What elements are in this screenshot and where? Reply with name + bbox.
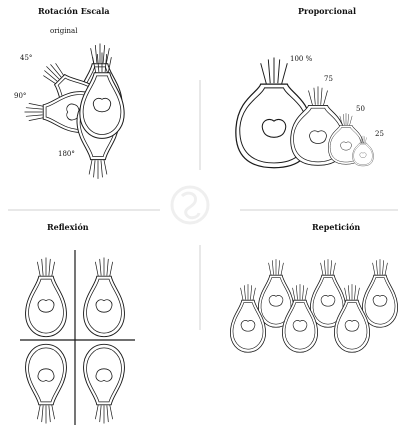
pear-repeat-icon: [230, 284, 265, 352]
rotation-title: Rotación Escala: [38, 6, 110, 16]
pear-reflect-bl-icon: [26, 344, 67, 423]
pear-reflect-br-icon: [84, 344, 125, 423]
watermark-logo-icon: [172, 187, 208, 223]
proportional-panel: [236, 57, 374, 167]
label-25: 25: [375, 130, 384, 138]
pear-front-icon: [80, 53, 124, 139]
proportional-title: Proporcional: [298, 6, 356, 16]
repetition-title: Repetición: [312, 222, 360, 232]
label-75: 75: [324, 75, 333, 83]
reflection-title: Reflexión: [47, 222, 89, 232]
pear-repeat-icon: [362, 259, 397, 327]
rotation-panel: [24, 44, 124, 179]
reflection-panel: [20, 250, 135, 425]
pear-reflect-tr-icon: [84, 257, 125, 336]
label-45: 45°: [20, 54, 32, 62]
repetition-panel: [230, 259, 397, 352]
label-50: 50: [356, 105, 365, 113]
label-100: 100 %: [290, 55, 312, 63]
pear-reflect-tl-icon: [26, 257, 67, 336]
label-original: original: [50, 27, 77, 35]
label-180: 180°: [58, 150, 75, 158]
label-90: 90°: [14, 92, 26, 100]
